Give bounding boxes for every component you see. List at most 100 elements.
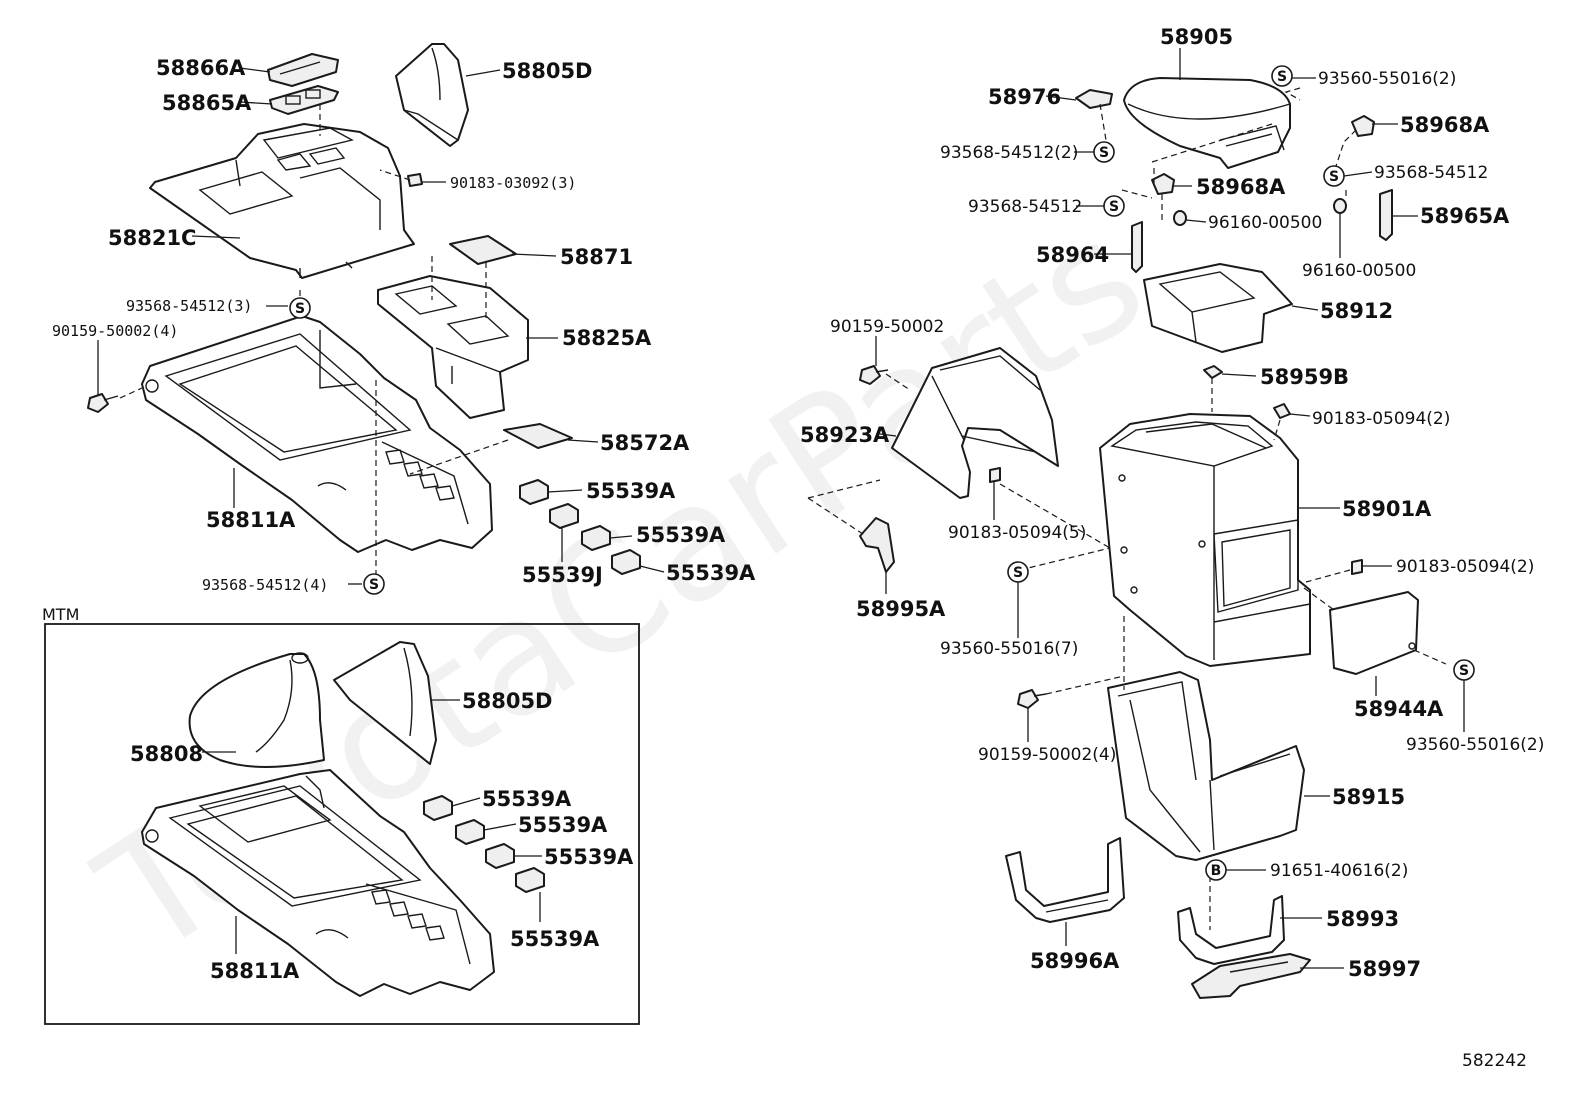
label-90183-05094-2b: 90183-05094(2) [1396,557,1534,577]
part-58912 [1143,263,1293,353]
svg-text:S: S [1329,169,1339,185]
part-58993 [1177,895,1285,965]
part-58968A-b [1151,173,1175,195]
label-58912: 58912 [1320,299,1393,323]
part-58965A [1379,189,1393,241]
part-55539A-m4 [515,867,545,893]
label-93568-54512-2: 93568-54512(2) [940,143,1078,163]
part-58821C [149,123,415,279]
label-58944A: 58944A [1354,697,1444,721]
part-96160-00500-b [1333,198,1347,214]
label-55539A-m4: 55539A [510,927,600,951]
part-58871 [449,235,517,265]
part-90183-05094-c [1351,559,1363,575]
part-58996A [1005,837,1125,923]
label-93560-55016-2b: 93560-55016(2) [1406,735,1544,755]
label-55539A-3: 55539A [666,561,756,585]
screw-symbol-93568-54512-m: S [1103,195,1125,217]
svg-text:S: S [1109,199,1119,215]
part-58866A [267,53,339,87]
part-58865A [269,85,339,115]
svg-text:S: S [1277,69,1287,85]
label-55539A-m1: 55539A [482,787,572,811]
label-58997: 58997 [1348,957,1421,981]
label-90159-50002-4: 90159-50002(4) [52,322,178,340]
part-58825A [377,275,529,419]
screw-symbol-93568-54512-2: S [1093,141,1115,163]
part-58944A [1329,591,1419,675]
part-58997 [1191,953,1311,999]
part-55539A-m2 [455,819,485,845]
svg-text:S: S [1013,565,1023,581]
svg-text:B: B [1211,863,1222,879]
svg-text:S: S [1099,145,1109,161]
part-58572A [503,423,573,449]
label-58968A-b: 58968A [1196,175,1286,199]
label-55539A-m2: 55539A [518,813,608,837]
part-90183-05094-a [1273,403,1291,419]
mtm-label: MTM [42,605,79,624]
label-90183-05094-2a: 90183-05094(2) [1312,409,1450,429]
label-58996A: 58996A [1030,949,1120,973]
nut-90183-03092 [407,173,423,187]
svg-text:S: S [295,301,305,317]
label-93568-54512-3: 93568-54512(3) [126,297,252,315]
label-93568-54512-4: 93568-54512(4) [202,576,328,594]
label-58825A: 58825A [562,326,652,350]
label-91651-40616-2: 91651-40616(2) [1270,861,1408,881]
label-58866A: 58866A [156,56,246,80]
screw-symbol-93568-54512-3: S [289,297,311,319]
label-55539A-m3: 55539A [544,845,634,869]
part-58811A-mtm [141,769,495,997]
screw-symbol-93568-54512-4: S [363,573,385,595]
label-58993: 58993 [1326,907,1399,931]
label-58901A: 58901A [1342,497,1432,521]
label-58915: 58915 [1332,785,1405,809]
label-58995A: 58995A [856,597,946,621]
label-58905: 58905 [1160,25,1233,49]
screw-symbol-93560-55016-7: S [1007,561,1029,583]
part-58923A [891,347,1059,499]
bolt-90159-50002-4-right [1017,689,1047,709]
label-90183-03092: 90183-03092(3) [450,174,576,192]
bolt-90159-50002-left [87,393,119,413]
part-58811A-top [141,315,493,553]
part-55539A-m3 [485,843,515,869]
label-58964: 58964 [1036,243,1109,267]
part-55539A-3 [611,549,641,575]
label-58923A: 58923A [800,423,890,447]
screw-symbol-93560-55016-2a: S [1271,65,1293,87]
label-58968A-a: 58968A [1400,113,1490,137]
part-58976 [1075,89,1113,109]
label-90159-50002: 90159-50002 [830,317,944,337]
part-58905 [1123,77,1291,169]
part-58915 [1107,671,1305,861]
part-58805D-mtm [333,641,437,765]
screw-symbol-93568-54512-r: S [1323,165,1345,187]
part-58959B [1203,365,1223,379]
label-90159-50002-4b: 90159-50002(4) [978,745,1116,765]
mtm-box [44,623,640,1025]
label-58959B: 58959B [1260,365,1349,389]
label-58976: 58976 [988,85,1061,109]
part-58964 [1131,221,1143,273]
bolt-symbol-91651-40616: B [1205,859,1227,881]
label-93560-55016-7: 93560-55016(7) [940,639,1078,659]
part-55539A-1 [519,479,549,505]
label-58865A: 58865A [162,91,252,115]
screw-symbol-93560-55016-2b: S [1453,659,1475,681]
label-96160-00500-b: 96160-00500 [1302,261,1416,281]
label-58572A: 58572A [600,431,690,455]
part-55539A-m1 [423,795,453,821]
label-93568-54512-r: 93568-54512 [1374,163,1488,183]
part-96160-00500-a [1173,210,1187,226]
label-55539A-1: 55539A [586,479,676,503]
label-93560-55016-2a: 93560-55016(2) [1318,69,1456,89]
label-58811A-mtm: 58811A [210,959,300,983]
diagram-code: 582242 [1462,1051,1527,1071]
label-58821C: 58821C [108,226,196,250]
part-58808 [188,652,325,768]
label-90183-05094-5: 90183-05094(5) [948,523,1086,543]
label-58811A-top: 58811A [206,508,296,532]
